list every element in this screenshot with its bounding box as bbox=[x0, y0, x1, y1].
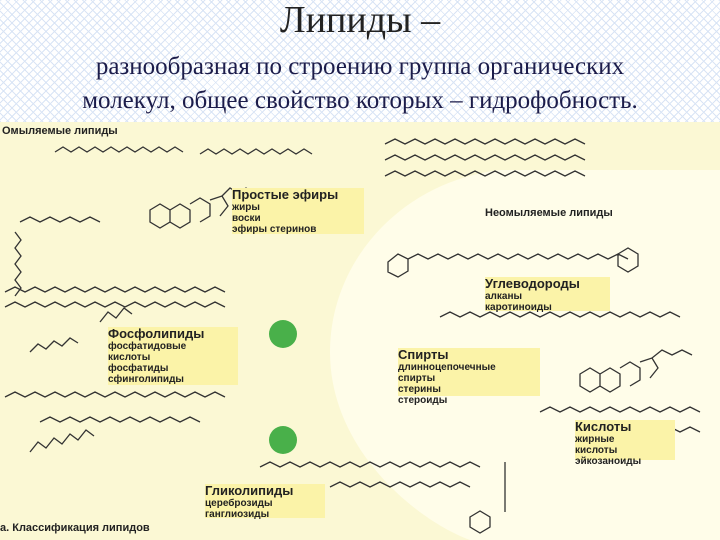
subtitle-line-1: разнообразная по строению группа органич… bbox=[95, 53, 625, 80]
alkane-structure bbox=[439, 311, 681, 318]
fatty-chain-13 bbox=[384, 154, 586, 161]
category-alcohols: Спирты длинноцепочечные спирты стерины с… bbox=[398, 347, 540, 406]
category-hydrocarbons: Углеводороды алканы каротиноиды bbox=[485, 276, 610, 313]
lipid-classification-figure: Омыляемые липиды Неомыляемые липиды Прос… bbox=[0, 122, 720, 540]
category-item: фосфатидовые bbox=[108, 341, 187, 352]
slide-title: Липиды – bbox=[279, 0, 441, 41]
fatty-chain-1 bbox=[54, 146, 184, 153]
fatty-chain-5 bbox=[4, 301, 226, 308]
category-item: стероиды bbox=[398, 395, 448, 406]
category-title: Простые эфиры bbox=[232, 187, 339, 202]
category-glycolipids: Гликолипиды цереброзиды ганглиозиды bbox=[205, 483, 325, 520]
fatty-chain-3 bbox=[19, 216, 101, 223]
wavy-chain-1 bbox=[14, 231, 22, 297]
category-title: Фосфолипиды bbox=[108, 326, 205, 341]
category-item: стерины bbox=[398, 384, 441, 395]
category-item: эйкозаноиды bbox=[575, 456, 642, 467]
category-simple-esters: Простые эфиры жиры воски эфиры стеринов bbox=[232, 187, 364, 235]
fatty-chain-8 bbox=[39, 416, 201, 423]
category-item: эфиры стеринов bbox=[232, 224, 317, 235]
category-item: воски bbox=[232, 213, 261, 224]
subtitle-line-2: молекул, общее свойство которых – гидроф… bbox=[82, 87, 638, 114]
unsaponifiable-heading: Неомыляемые липиды bbox=[485, 207, 613, 219]
category-item: длинноцепочечные bbox=[398, 362, 496, 373]
category-item: ганглиозиды bbox=[205, 509, 270, 520]
fatty-chain-6 bbox=[29, 307, 133, 353]
category-item: кислоты bbox=[108, 352, 151, 363]
category-title: Углеводороды bbox=[485, 276, 580, 291]
category-title: Спирты bbox=[398, 347, 449, 362]
category-item: фосфатиды bbox=[108, 363, 169, 374]
fatty-chain-11 bbox=[329, 481, 471, 488]
fatty-acid-structure bbox=[539, 406, 701, 413]
sterol-structure bbox=[579, 349, 693, 393]
category-item: кислоты bbox=[575, 445, 618, 456]
carotenoid-structure bbox=[387, 247, 639, 278]
category-item: спирты bbox=[398, 373, 436, 384]
fatty-chain-7 bbox=[4, 391, 226, 398]
fatty-chain-10 bbox=[259, 461, 481, 468]
fatty-chain-2 bbox=[199, 148, 313, 155]
fatty-chain-14 bbox=[384, 170, 586, 177]
figure-caption: а. Классификация липидов bbox=[0, 522, 150, 534]
category-title: Гликолипиды bbox=[205, 483, 294, 498]
fatty-chain-9 bbox=[29, 429, 95, 453]
category-item: алканы bbox=[485, 291, 523, 302]
category-item: цереброзиды bbox=[205, 498, 273, 509]
category-item: жирные bbox=[575, 434, 615, 445]
category-item: жиры bbox=[232, 202, 260, 213]
phosphate-group-2 bbox=[269, 426, 297, 454]
category-acids: Кислоты жирные кислоты эйкозаноиды bbox=[575, 419, 675, 467]
phosphate-group-1 bbox=[269, 320, 297, 348]
category-phospholipids: Фосфолипиды фосфатидовые кислоты фосфати… bbox=[108, 327, 238, 385]
slide-subtitle: разнообразная по строению группа органич… bbox=[0, 50, 720, 118]
fatty-chain-12 bbox=[384, 138, 586, 145]
category-item: сфинголипиды bbox=[108, 374, 184, 385]
fatty-chain-4 bbox=[4, 286, 226, 293]
steroid-rings bbox=[149, 195, 229, 229]
sugar-ring bbox=[469, 510, 491, 534]
category-item: каротиноиды bbox=[485, 302, 552, 313]
saponifiable-heading: Омыляемые липиды bbox=[2, 125, 118, 137]
slide-header: Липиды – разнообразная по строению групп… bbox=[0, 0, 720, 122]
category-title: Кислоты bbox=[575, 419, 632, 434]
